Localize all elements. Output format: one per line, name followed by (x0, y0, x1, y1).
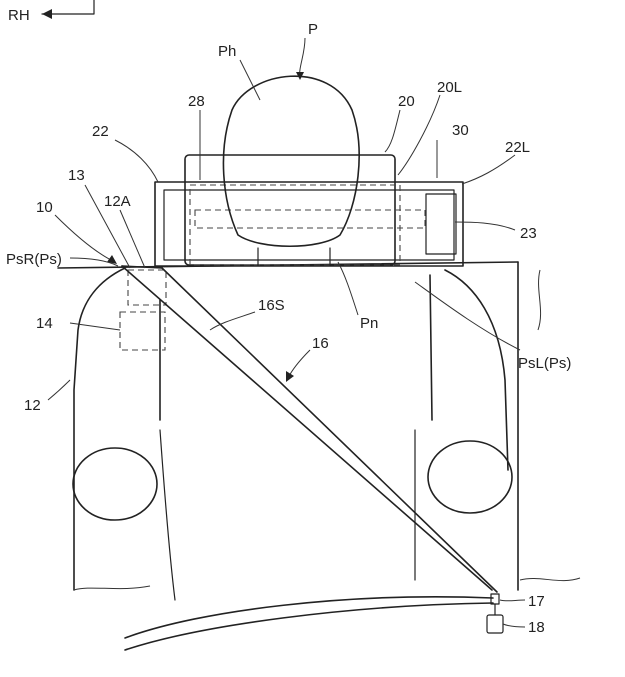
leader-22L (461, 154, 516, 185)
rh-arrow-head (42, 9, 52, 19)
leader-10 (54, 214, 116, 263)
housing-inner (163, 189, 455, 261)
break-line-left (519, 577, 581, 582)
leader-20L (397, 94, 441, 176)
label-23: 23 (520, 225, 537, 242)
leader-12A (119, 209, 146, 269)
lap-belt-lower (124, 602, 494, 651)
torso (57, 261, 581, 601)
label-30: 30 (452, 122, 469, 139)
leader-18 (502, 623, 526, 628)
left-arm-outer (444, 269, 509, 471)
break-line-right (73, 585, 151, 591)
leader-12 (47, 379, 71, 401)
occupant-head (222, 75, 360, 266)
label-16S: 16S (258, 297, 285, 314)
leader-16-arrowhead (286, 371, 294, 382)
label-PsL: PsL(Ps) (518, 355, 571, 372)
label-20: 20 (398, 93, 415, 110)
label-P: P (308, 21, 318, 38)
label-14: 14 (36, 315, 53, 332)
label-Ph: Ph (218, 43, 236, 60)
shoulder-belt (121, 265, 498, 593)
right-arm-outer (73, 267, 126, 591)
leader-16S (209, 311, 256, 331)
leader-PsL (414, 281, 521, 351)
leader-20 (384, 109, 401, 153)
airbag-module-23 (425, 193, 457, 255)
label-18: 18 (528, 619, 545, 636)
labels: P Ph 28 20 20L 22 30 22L 13 12A 10 23 Ps… (6, 21, 571, 636)
component-13-box (127, 269, 167, 306)
break-line-top (537, 269, 542, 331)
seat-unit-30 (119, 154, 464, 351)
left-hand (427, 440, 513, 514)
label-PsR: PsR(Ps) (6, 251, 62, 268)
lap-belt-upper (124, 596, 494, 639)
leader-22 (114, 139, 159, 183)
component-14 (119, 311, 166, 351)
leader-Pn (337, 261, 359, 316)
leader-23 (454, 221, 516, 231)
leader-Ph (239, 59, 261, 101)
leader-10-arrowhead (107, 255, 117, 264)
label-12: 12 (24, 397, 41, 414)
leader-lines (47, 37, 526, 628)
leader-13 (84, 184, 131, 269)
label-22L: 22L (505, 139, 530, 156)
rh-arrow-line (41, 0, 95, 15)
label-13: 13 (68, 167, 85, 184)
dashed-frame-28 (189, 184, 401, 266)
label-Pn: Pn (360, 315, 378, 332)
left-arm-inner (429, 274, 433, 421)
label-28: 28 (188, 93, 205, 110)
label-17: 17 (528, 593, 545, 610)
lap-belt (124, 596, 494, 651)
label-10: 10 (36, 199, 53, 216)
belt-edge-upper (121, 265, 493, 591)
label-22: 22 (92, 123, 109, 140)
dashed-airbag (194, 209, 426, 229)
leader-PsR (69, 257, 119, 267)
label-16: 16 (312, 335, 329, 352)
torso-right-side (159, 429, 176, 601)
housing-22L (154, 181, 464, 267)
leader-P-arrowhead (296, 72, 304, 80)
leader-14 (69, 322, 121, 331)
leader-17 (499, 599, 526, 602)
anchor-18 (486, 614, 504, 634)
leader-16 (287, 349, 311, 379)
label-12A: 12A (104, 193, 131, 210)
rh-label: RH (8, 7, 30, 24)
rh-direction-arrow: RH (8, 0, 95, 24)
belt-edge-lower (161, 267, 498, 593)
label-20L: 20L (437, 79, 462, 96)
head-outline (222, 75, 360, 247)
right-hand (72, 447, 158, 521)
